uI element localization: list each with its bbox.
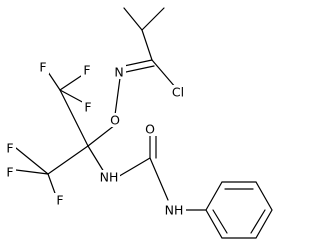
phenyl-double-3 xyxy=(212,209,228,234)
bond-n-o xyxy=(114,77,121,116)
bond-cf3l-f-upper xyxy=(15,147,49,175)
bond-cq-cf3-lower xyxy=(47,145,89,175)
atom-n-imine: N xyxy=(114,65,123,80)
bond-cf3u-f-right xyxy=(59,89,87,105)
atom-nh-2: NH xyxy=(165,203,184,218)
chemical-structure-diagram: F F F F F F O N Cl NH O NH xyxy=(4,7,273,239)
atom-f-5: F xyxy=(6,165,13,180)
bond-layer xyxy=(15,7,273,239)
bond-methyl-left xyxy=(123,7,143,31)
atom-f-3: F xyxy=(84,100,91,115)
bond-curea-nh2 xyxy=(149,157,169,201)
bond-ch-to-imidoyl xyxy=(141,29,153,61)
bond-cf3u-f-top xyxy=(59,73,85,91)
atom-o-carbonyl: O xyxy=(145,122,155,137)
atom-cl: Cl xyxy=(172,85,184,100)
bond-nh-curea xyxy=(115,157,151,179)
atom-f-6: F xyxy=(56,193,63,208)
bond-o-cq xyxy=(87,124,116,147)
phenyl-ring xyxy=(205,181,273,239)
bond-methyl-right xyxy=(141,7,165,31)
bond-cf3l-f-lower xyxy=(47,173,57,197)
atom-o-ether: O xyxy=(110,113,120,128)
bond-cq-cf3-upper xyxy=(59,89,89,147)
bond-c-cl xyxy=(151,59,177,89)
atom-label-layer: F F F F F F O N Cl NH O NH xyxy=(4,60,187,218)
atom-f-2: F xyxy=(83,63,90,78)
atom-f-4: F xyxy=(6,141,13,156)
phenyl-double-2 xyxy=(250,209,266,234)
bond-c-n-double-b xyxy=(125,65,155,73)
atom-f-1: F xyxy=(39,60,46,75)
bond-cf3l-f-left xyxy=(15,169,49,175)
bond-c-n-double-a xyxy=(123,59,153,67)
atom-nh-1: NH xyxy=(100,170,119,185)
bond-cq-nh xyxy=(87,145,105,173)
